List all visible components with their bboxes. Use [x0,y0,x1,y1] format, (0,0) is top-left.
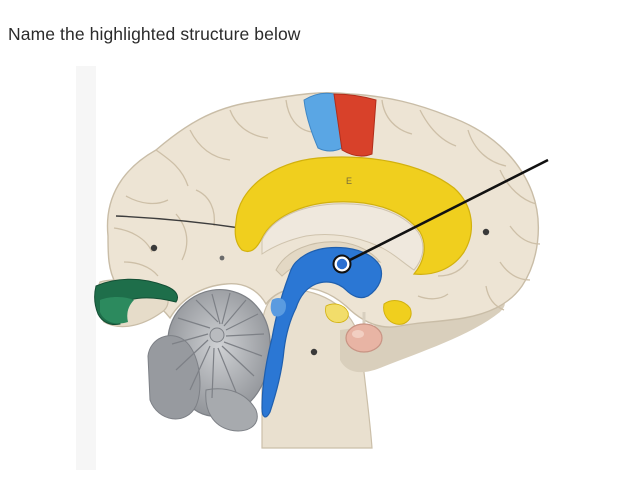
visual-cortex-lower [100,297,134,324]
motor-strip [333,93,377,157]
fourth-ventricle [270,298,286,317]
cerebellum [147,288,271,432]
pointer-line [341,158,549,266]
model-peg-holes [150,228,490,356]
question-text: Name the highlighted structure below [8,24,301,44]
pointer-marker [332,254,352,274]
corpus-callosum [234,156,472,275]
image-background [76,66,96,470]
structure-letter-label: E [346,176,352,186]
hypothalamic-nuclei [383,300,412,325]
third-ventricle-highlighted [261,246,383,418]
optic-area [325,303,349,323]
pituitary-gland [345,312,383,353]
gyri-folds [113,99,541,311]
callosal-body [261,203,424,271]
sensory-strip [303,92,343,152]
